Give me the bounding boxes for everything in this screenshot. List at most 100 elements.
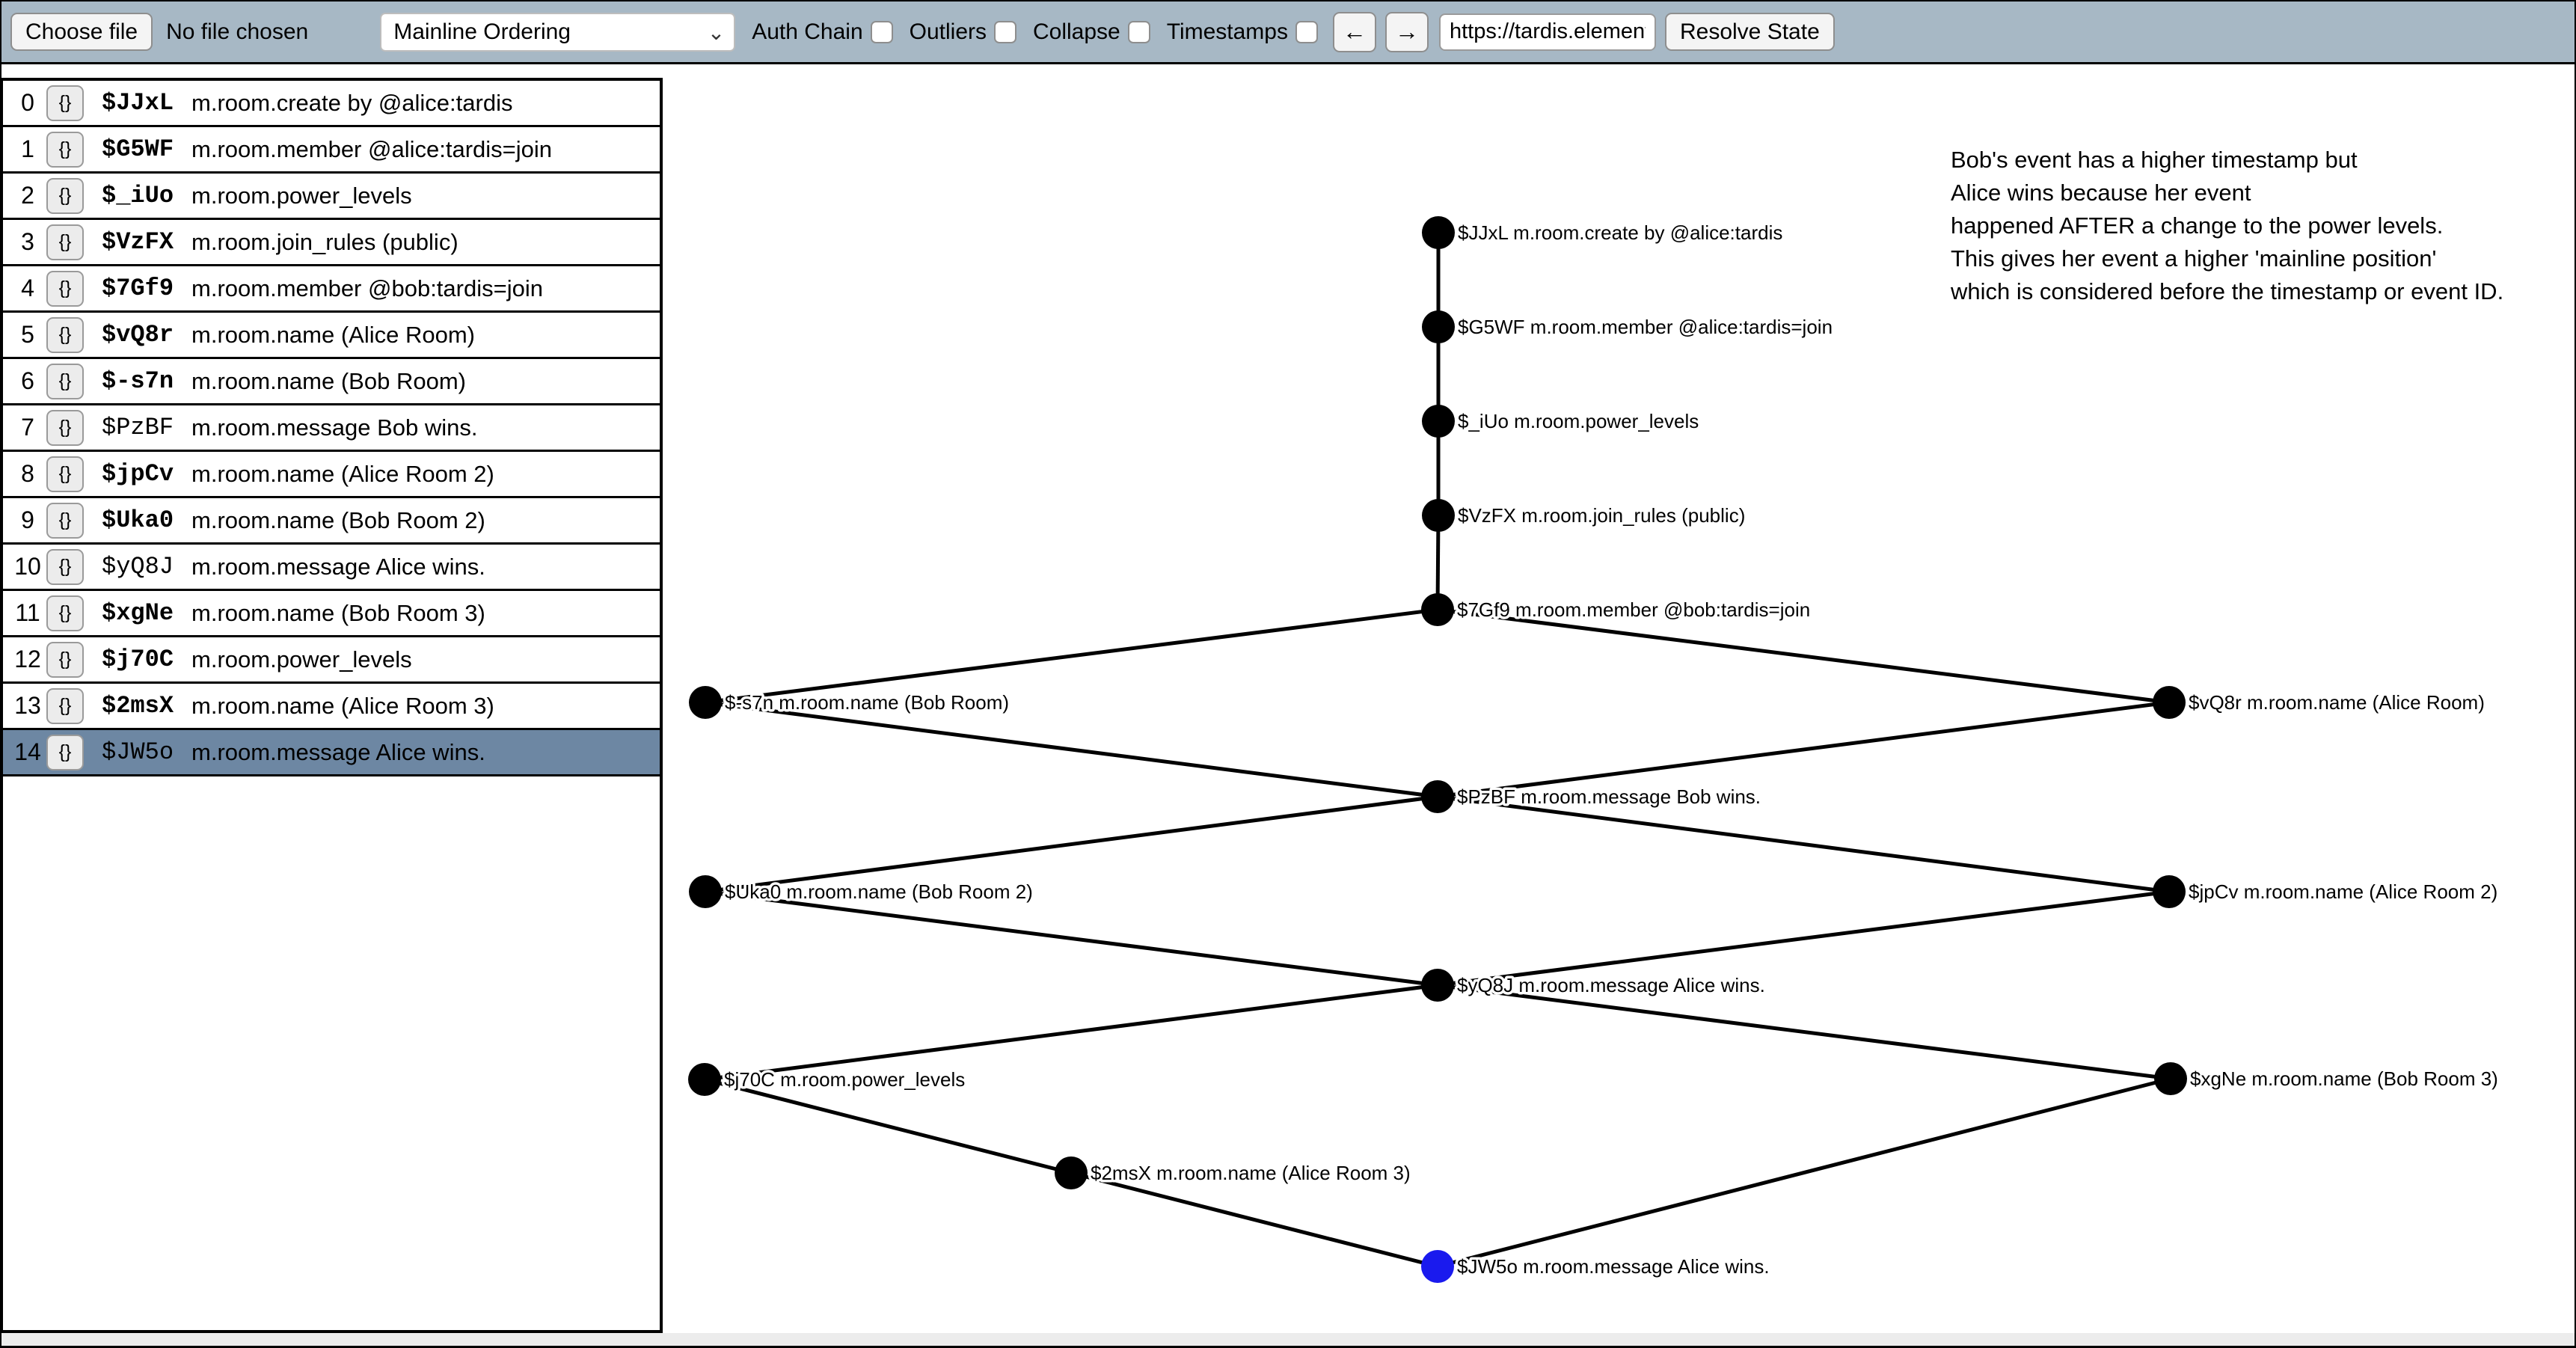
- timestamps-checkbox[interactable]: [1295, 20, 1318, 43]
- dag-node[interactable]: [1421, 969, 1454, 1002]
- timestamps-label: Timestamps: [1166, 19, 1288, 44]
- json-toggle-button[interactable]: {}: [46, 548, 84, 585]
- dag-edge: [705, 700, 1438, 799]
- file-status-text: No file chosen: [166, 19, 309, 44]
- outliers-checkbox[interactable]: [994, 20, 1016, 43]
- dag-node-label: $PzBF m.room.message Bob wins.: [1457, 785, 1761, 808]
- dag-node[interactable]: [2153, 686, 2186, 719]
- dag-node-label: $VzFX m.room.join_rules (public): [1458, 504, 1745, 527]
- event-index: 5: [21, 321, 34, 348]
- choose-file-button[interactable]: Choose file: [10, 13, 153, 51]
- dag-node[interactable]: [1421, 780, 1454, 813]
- event-index: 8: [21, 460, 34, 487]
- auth-chain-checkbox[interactable]: [870, 20, 893, 43]
- json-toggle-button[interactable]: {}: [46, 595, 84, 631]
- dag-node[interactable]: [689, 686, 722, 719]
- event-id: $2msX: [102, 692, 174, 720]
- url-input[interactable]: [1438, 13, 1656, 51]
- json-toggle-button[interactable]: {}: [46, 363, 84, 399]
- dag-node[interactable]: [1422, 216, 1455, 249]
- event-id: $JW5o: [102, 738, 174, 766]
- json-toggle-button[interactable]: {}: [46, 687, 84, 724]
- event-id: $jpCv: [102, 460, 174, 488]
- json-toggle-button[interactable]: {}: [46, 641, 84, 678]
- event-index: 2: [21, 182, 34, 209]
- dag-node[interactable]: [689, 875, 722, 908]
- event-description: m.room.power_levels: [191, 182, 412, 209]
- dag-node-label: $JJxL m.room.create by @alice:tardis: [1458, 221, 1782, 244]
- dag-node-label: $jpCv m.room.name (Alice Room 2): [2189, 880, 2497, 903]
- json-toggle-button[interactable]: {}: [46, 224, 84, 260]
- json-toggle-button[interactable]: {}: [46, 85, 84, 121]
- event-id: $PzBF: [102, 414, 174, 441]
- dag-node-label: $xgNe m.room.name (Bob Room 3): [2190, 1067, 2498, 1090]
- event-index: 0: [21, 89, 34, 116]
- dag-edge: [1437, 1076, 2171, 1269]
- event-id: $VzFX: [102, 228, 174, 256]
- event-id: $-s7n: [102, 367, 174, 395]
- event-description: m.room.name (Bob Room): [191, 367, 466, 394]
- event-description: m.room.power_levels: [191, 646, 412, 673]
- dag-edge: [1437, 983, 2171, 1081]
- dag-node[interactable]: [1422, 310, 1455, 343]
- event-description: m.room.message Bob wins.: [191, 414, 478, 441]
- event-id: $Uka0: [102, 506, 174, 534]
- event-index: 7: [21, 414, 34, 441]
- dag-edge: [705, 794, 1438, 894]
- json-toggle-button[interactable]: {}: [46, 270, 84, 307]
- json-toggle-button[interactable]: {}: [46, 177, 84, 214]
- event-id: $j70C: [102, 646, 174, 673]
- json-toggle-button[interactable]: {}: [46, 316, 84, 353]
- dag-node[interactable]: [688, 1063, 721, 1096]
- ordering-select[interactable]: Mainline Ordering ⌄: [380, 12, 736, 52]
- dag-node-label: $j70C m.room.power_levels: [724, 1068, 965, 1091]
- json-toggle-button[interactable]: {}: [46, 409, 84, 446]
- dag-edge: [1437, 889, 2170, 987]
- dag-edge: [1437, 607, 2170, 705]
- event-index: 14: [14, 738, 41, 765]
- auth-chain-label: Auth Chain: [752, 19, 863, 44]
- annotation-line: This gives her event a higher 'mainline …: [1951, 245, 2437, 272]
- dag-node-label: $2msX m.room.name (Alice Room 3): [1091, 1162, 1411, 1184]
- event-description: m.room.message Alice wins.: [191, 553, 485, 580]
- event-row[interactable]: 7 {} $PzBF m.room.message Bob wins.: [3, 405, 660, 452]
- json-toggle-button[interactable]: {}: [46, 734, 84, 770]
- dag-node-label: $G5WF m.room.member @alice:tardis=join: [1458, 316, 1833, 338]
- chevron-down-icon: ⌄: [707, 20, 726, 44]
- json-toggle-button[interactable]: {}: [46, 456, 84, 492]
- dag-node-label: $7Gf9 m.room.member @bob:tardis=join: [1457, 598, 1810, 621]
- dag-node[interactable]: [1422, 499, 1455, 532]
- json-toggle-button[interactable]: {}: [46, 131, 84, 168]
- dag-edge: [705, 889, 1438, 987]
- dag-node[interactable]: [2153, 875, 2186, 908]
- dag-node[interactable]: [1421, 1250, 1454, 1283]
- dag-node[interactable]: [2154, 1062, 2187, 1095]
- dag-node[interactable]: [1422, 405, 1455, 438]
- dag-node[interactable]: [1055, 1156, 1088, 1189]
- event-index: 1: [21, 135, 34, 162]
- collapse-checkbox[interactable]: [1127, 20, 1150, 43]
- resolve-state-button[interactable]: Resolve State: [1664, 13, 1835, 51]
- json-toggle-button[interactable]: {}: [46, 502, 84, 539]
- event-description: m.room.name (Bob Room 3): [191, 599, 485, 626]
- forward-button[interactable]: →: [1384, 11, 1429, 52]
- event-id: $vQ8r: [102, 321, 174, 349]
- annotation-line: happened AFTER a change to the power lev…: [1951, 212, 2444, 239]
- back-button[interactable]: ←: [1332, 11, 1376, 52]
- dag-node[interactable]: [1421, 593, 1454, 626]
